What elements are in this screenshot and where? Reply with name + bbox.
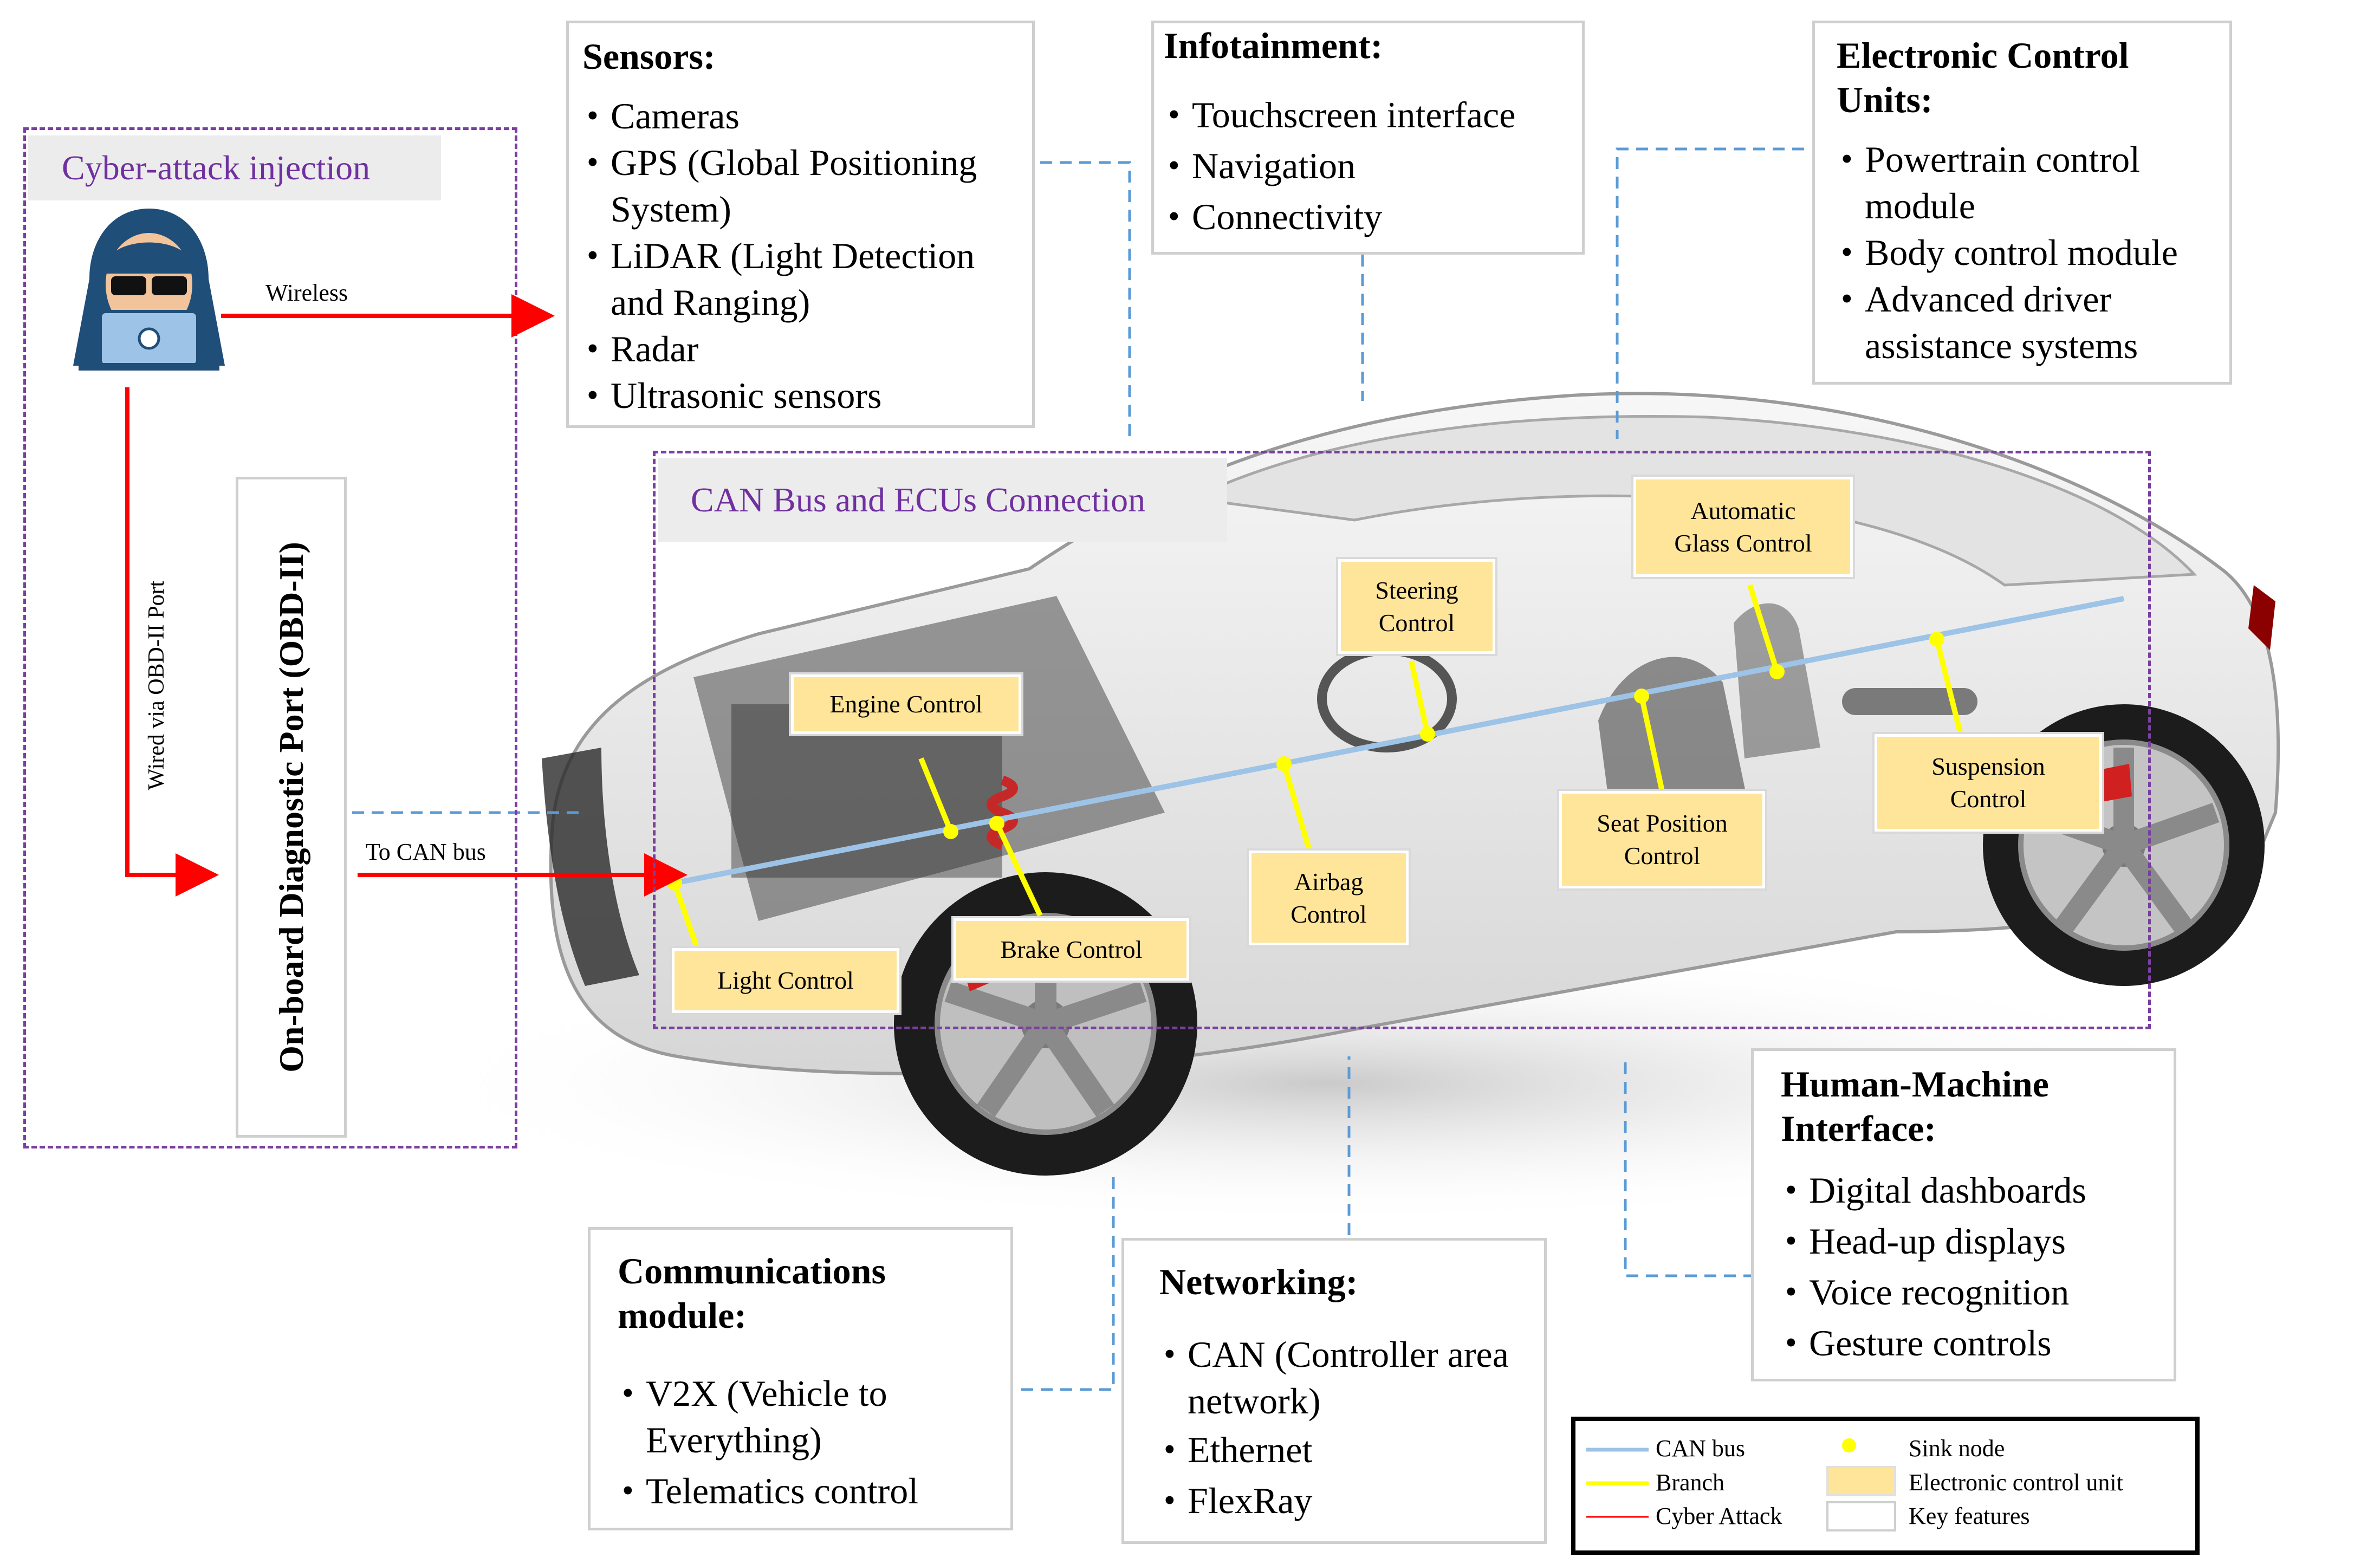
communications-list: V2X (Vehicle to Everything) Telematics c… xyxy=(618,1370,1010,1514)
list-item: Radar xyxy=(582,326,1032,372)
legend: CAN bus Branch Cyber Attack Sink node El… xyxy=(1571,1417,2200,1555)
legend-sink-node-swatch xyxy=(1842,1438,1856,1452)
list-item: Cameras xyxy=(582,93,1032,139)
ecu-panel-list: Powertrain control module Body control m… xyxy=(1837,136,2229,369)
list-item: Navigation xyxy=(1164,140,1582,191)
list-item: Body control module xyxy=(1837,229,2229,276)
obd-port xyxy=(236,477,347,1138)
cyber-attack-group xyxy=(23,127,517,1148)
list-item: Voice recognition xyxy=(1781,1267,2174,1318)
sink-node xyxy=(1420,726,1435,742)
legend-ecu-swatch xyxy=(1826,1466,1896,1496)
legend-sink-node-label: Sink node xyxy=(1909,1435,2005,1462)
infotainment-title: Infotainment: xyxy=(1164,25,1383,66)
list-item: CAN (Controller area network) xyxy=(1159,1331,1556,1424)
ecu-automatic-glass-control: Automatic Glass Control xyxy=(1633,477,1853,577)
sink-node xyxy=(989,816,1004,831)
electronic-control-units-box: Electronic Control Units: Powertrain con… xyxy=(1812,21,2232,385)
networking-list: CAN (Controller area network) Ethernet F… xyxy=(1159,1331,1544,1526)
branch-brake xyxy=(994,822,1043,917)
infotainment-box: Infotainment: Touchscreen interface Navi… xyxy=(1151,21,1585,255)
branch-engine xyxy=(918,757,954,833)
ecu-panel-title: Electronic Control Units: xyxy=(1837,35,2129,120)
list-item: LiDAR (Light Detection and Ranging) xyxy=(582,232,1033,326)
communications-title: Communications module: xyxy=(618,1250,886,1336)
list-item: Head-up displays xyxy=(1781,1216,2174,1267)
list-item: Connectivity xyxy=(1164,191,1582,242)
wired-arrow xyxy=(125,387,219,897)
can-bus-group-label: CAN Bus and ECUs Connection xyxy=(658,458,1227,542)
branch-steering xyxy=(1409,660,1430,735)
cyber-attack-label: Cyber-attack injection xyxy=(28,135,441,200)
human-machine-interface-box: Human-Machine Interface: Digital dashboa… xyxy=(1751,1048,2176,1381)
list-item: Ultrasonic sensors xyxy=(582,372,1032,419)
sensors-title: Sensors: xyxy=(582,36,716,77)
networking-box: Networking: CAN (Controller area network… xyxy=(1121,1238,1547,1544)
sink-node xyxy=(943,824,958,839)
ecu-brake-control: Brake Control xyxy=(954,918,1189,981)
list-item: FlexRay xyxy=(1159,1475,1544,1526)
legend-cyber-attack-label: Cyber Attack xyxy=(1656,1503,1782,1529)
communications-module-box: Communications module: V2X (Vehicle to E… xyxy=(588,1227,1013,1530)
can-bus-line xyxy=(674,596,2124,886)
ecu-suspension-control: Suspension Control xyxy=(1875,734,2102,832)
sink-node xyxy=(1634,689,1649,704)
list-item: Powertrain control module xyxy=(1837,136,2190,229)
sink-node xyxy=(1929,632,1944,647)
list-item: Advanced driver assistance systems xyxy=(1837,276,2212,369)
branch-airbag xyxy=(1281,763,1314,857)
ecu-airbag-control: Airbag Control xyxy=(1249,851,1409,945)
ecu-seat-position-control: Seat Position Control xyxy=(1559,791,1765,888)
obd-port-label: On-board Diagnostic Port (OBD-II) xyxy=(272,542,310,1073)
sink-nodes xyxy=(667,632,1944,891)
legend-key-features-swatch xyxy=(1826,1501,1896,1531)
ecu-steering-control: Steering Control xyxy=(1338,559,1495,654)
branch-glass xyxy=(1747,584,1780,673)
ecu-engine-control: Engine Control xyxy=(791,674,1021,734)
wireless-label: Wireless xyxy=(265,280,348,306)
list-item: Ethernet xyxy=(1159,1424,1544,1475)
hacker-icon xyxy=(73,209,225,371)
hmi-title: Human-Machine Interface: xyxy=(1781,1063,2049,1149)
can-bus-group xyxy=(653,451,2151,1029)
list-item: Telematics control xyxy=(618,1468,1010,1514)
networking-title: Networking: xyxy=(1159,1261,1358,1302)
branch-suspension xyxy=(1934,638,1964,738)
sink-node xyxy=(1276,756,1292,771)
branch-seat xyxy=(1639,695,1666,797)
legend-ecu-label: Electronic control unit xyxy=(1909,1469,2123,1496)
sensors-list: Cameras GPS (Global Positioning System) … xyxy=(582,93,1032,419)
list-item: V2X (Vehicle to Everything) xyxy=(618,1370,971,1463)
list-item: Gesture controls xyxy=(1781,1318,2174,1368)
infotainment-list: Touchscreen interface Navigation Connect… xyxy=(1164,89,1582,242)
legend-key-features-label: Key features xyxy=(1909,1503,2030,1529)
list-item: Touchscreen interface xyxy=(1164,89,1582,140)
list-item: Digital dashboards xyxy=(1781,1165,2174,1216)
can-bus-group-label-text: CAN Bus and ECUs Connection xyxy=(691,480,1146,519)
sensors-box: Sensors: Cameras GPS (Global Positioning… xyxy=(566,21,1035,428)
hmi-list: Digital dashboards Head-up displays Voic… xyxy=(1781,1165,2174,1368)
to-can-label: To CAN bus xyxy=(366,839,486,865)
cyber-attack-label-text: Cyber-attack injection xyxy=(62,148,371,187)
legend-branch-label: Branch xyxy=(1656,1469,1725,1496)
sink-node xyxy=(1769,664,1785,679)
legend-can-bus-label: CAN bus xyxy=(1656,1435,1746,1462)
list-item: GPS (Global Positioning System) xyxy=(582,139,979,232)
wired-label: Wired via OBD-II Port xyxy=(144,580,169,790)
legend-swatches xyxy=(1586,1438,1896,1531)
ecu-light-control: Light Control xyxy=(672,948,899,1013)
